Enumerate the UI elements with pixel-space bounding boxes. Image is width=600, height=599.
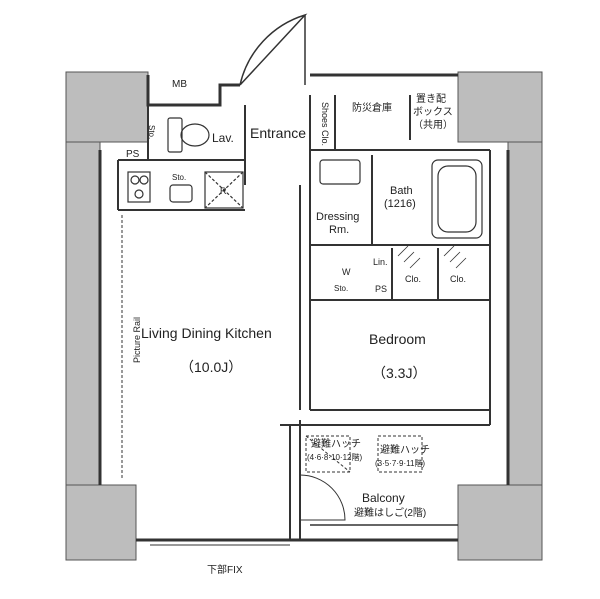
sto-dressing-label: Sto. bbox=[334, 284, 349, 293]
ps-right-label: PS bbox=[375, 284, 388, 294]
entrance-door bbox=[239, 13, 308, 86]
ps-left-label: PS bbox=[126, 149, 140, 160]
refrigerator-label: R bbox=[220, 186, 227, 196]
picture-rail-label: Picture Rail bbox=[132, 316, 142, 364]
lower-fix-label: 下部FIX bbox=[207, 565, 243, 576]
column-top-left bbox=[65, 71, 149, 143]
structural-columns bbox=[65, 71, 543, 561]
entrance-label: Entrance bbox=[250, 125, 307, 141]
ladder-label: 避難はしご(2階) bbox=[354, 508, 427, 519]
toilet-fixture bbox=[167, 117, 210, 153]
escape-hatches bbox=[305, 435, 423, 473]
bath-size-label: (1216) bbox=[384, 198, 416, 210]
sto-kitchen-label: Sto. bbox=[172, 173, 187, 182]
ldk-name-label: Living Dining Kitchen bbox=[141, 325, 272, 341]
outer-walls bbox=[98, 73, 510, 542]
mb-label: MB bbox=[172, 79, 187, 90]
hatch-left-line1: 避難ハッチ bbox=[311, 439, 361, 450]
clo-2-label: Clo. bbox=[450, 274, 467, 284]
shoes-clo-label: Shoes Clo. bbox=[320, 102, 330, 147]
ldk-size-label: （10.0J） bbox=[180, 359, 243, 375]
dressing-label-2: Rm. bbox=[329, 224, 350, 236]
disaster-storage-label: 防災倉庫 bbox=[352, 103, 392, 114]
column-bottom-left bbox=[65, 484, 137, 561]
delivery-box-line3: （共用） bbox=[413, 120, 453, 131]
bath-name-label: Bath bbox=[390, 185, 413, 197]
closet-hatch bbox=[397, 245, 467, 269]
lin-label: Lin. bbox=[373, 257, 388, 267]
wall-left-pier bbox=[65, 141, 101, 486]
lav-label: Lav. bbox=[212, 131, 234, 145]
bedroom-size-label: （3.3J） bbox=[372, 365, 427, 381]
delivery-box-line2: ボックス bbox=[413, 107, 453, 118]
hatch-left-line2: (4·6·8·10·12階) bbox=[307, 453, 363, 462]
washer-label: W bbox=[342, 267, 351, 277]
column-top-right bbox=[457, 71, 543, 143]
column-bottom-right bbox=[457, 484, 543, 561]
dressing-label-1: Dressing bbox=[316, 211, 360, 223]
washbasin bbox=[319, 159, 361, 185]
hatch-right-line1: 避難ハッチ bbox=[380, 445, 430, 456]
clo-1-label: Clo. bbox=[405, 274, 422, 284]
wall-right-pier bbox=[507, 141, 543, 486]
interior-walls bbox=[117, 95, 491, 540]
bedroom-name-label: Bedroom bbox=[369, 331, 426, 347]
balcony-door bbox=[299, 474, 346, 521]
balcony-label: Balcony bbox=[362, 491, 405, 505]
bathtub bbox=[431, 159, 483, 239]
delivery-box-line1: 置き配 bbox=[416, 94, 446, 105]
hatch-right-line2: (3·5·7·9·11階) bbox=[375, 459, 426, 468]
sto-wc-label: Sto. bbox=[147, 125, 156, 140]
kitchen-counter bbox=[127, 171, 244, 209]
